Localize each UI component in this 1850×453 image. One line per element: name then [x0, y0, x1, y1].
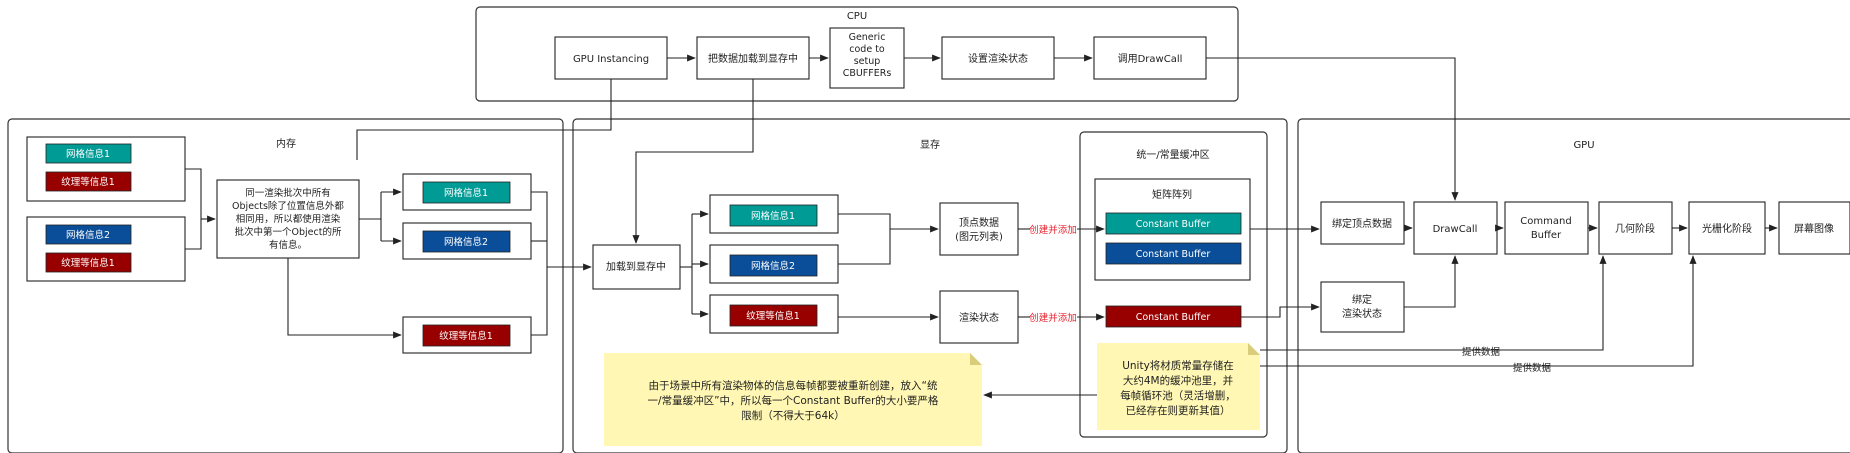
svg-text:Command: Command: [1520, 216, 1571, 227]
svg-text:网格信息2: 网格信息2: [751, 260, 795, 272]
provide-data-label-2: 提供数据: [1513, 362, 1552, 374]
generic-code-box: Generic code to setup CBUFFERs: [829, 27, 905, 89]
cpu-container: CPU: [475, 6, 1239, 102]
gpu-title: GPU: [1573, 140, 1594, 151]
svg-text:设置渲染状态: 设置渲染状态: [968, 52, 1028, 65]
svg-text:Objects除了位置信息外都: Objects除了位置信息外都: [232, 200, 344, 212]
drawcall-box: DrawCall: [1413, 201, 1498, 255]
svg-text:纹理等信息1: 纹理等信息1: [746, 310, 800, 322]
svg-text:Buffer: Buffer: [1531, 230, 1562, 241]
memory-tex2-tag: [45, 252, 132, 273]
memory-group-1: 网格信息1 纹理等信息1: [26, 136, 186, 202]
svg-text:几何阶段: 几何阶段: [1615, 222, 1655, 235]
geometry-stage-box: 几何阶段: [1598, 201, 1673, 255]
gpu-instancing-box: GPU Instancing: [554, 36, 668, 80]
svg-text:一/常量缓冲区”中，所以每一个Constant Buffer: 一/常量缓冲区”中，所以每一个Constant Buffer的大小要严格: [648, 394, 939, 407]
svg-text:纹理等信息1: 纹理等信息1: [439, 330, 493, 342]
svg-text:已经存在则更新其值）: 已经存在则更新其值）: [1126, 404, 1231, 417]
svg-text:Constant Buffer: Constant Buffer: [1136, 219, 1211, 230]
memory-out-mesh2: 网格信息2: [402, 222, 532, 260]
connectors: [185, 54, 1778, 399]
screen-image-box: 屏幕图像: [1778, 201, 1850, 255]
load-data-box: 把数据加载到显存中: [696, 36, 810, 80]
svg-text:光栅化阶段: 光栅化阶段: [1702, 222, 1752, 235]
svg-text:CBUFFERs: CBUFFERs: [843, 68, 892, 79]
svg-text:渲染状态: 渲染状态: [959, 311, 999, 324]
set-render-state-box: 设置渲染状态: [941, 36, 1055, 80]
render-state-box: 渲染状态: [939, 290, 1019, 344]
memory-title: 内存: [276, 137, 296, 150]
bind-vertex-box: 绑定顶点数据: [1320, 201, 1405, 245]
svg-text:调用DrawCall: 调用DrawCall: [1118, 53, 1183, 65]
cbuffer-area-title: 统一/常量缓冲区: [1136, 148, 1209, 161]
svg-text:网格信息1: 网格信息1: [444, 187, 488, 199]
svg-text:绑定: 绑定: [1352, 293, 1372, 306]
note-left: 由于场景中所有渲染物体的信息每帧都要被重新创建，放入“统 一/常量缓冲区”中，所…: [604, 353, 982, 446]
create-add-label-2: 创建并添加: [1029, 312, 1077, 324]
vram-container: 显存: [572, 118, 1288, 453]
svg-text:纹理等信息1: 纹理等信息1: [61, 176, 115, 188]
svg-text:绑定顶点数据: 绑定顶点数据: [1332, 217, 1392, 230]
svg-text:有信息。: 有信息。: [269, 239, 307, 251]
memory-mesh1-tag: [45, 143, 132, 164]
command-buffer-box: Command Buffer: [1504, 201, 1589, 255]
memory-out-mesh1: 网格信息1: [402, 173, 532, 211]
provide-data-label-1: 提供数据: [1462, 346, 1501, 358]
svg-text:code to: code to: [849, 44, 885, 55]
vram-mesh1: 网格信息1: [709, 194, 839, 234]
vertex-data-box: 顶点数据 (图元列表): [939, 202, 1019, 256]
create-add-label-1: 创建并添加: [1029, 224, 1077, 236]
svg-text:屏幕图像: 屏幕图像: [1794, 222, 1834, 235]
svg-text:限制（不得大于64k）: 限制（不得大于64k）: [741, 409, 844, 422]
svg-text:同一渲染批次中所有: 同一渲染批次中所有: [245, 187, 331, 199]
svg-text:把数据加载到显存中: 把数据加载到显存中: [708, 52, 798, 65]
svg-text:大约4M的缓冲池里，并: 大约4M的缓冲池里，并: [1123, 374, 1233, 387]
vram-tex1: 纹理等信息1: [709, 294, 839, 334]
note-right: Unity将材质常量存储在 大约4M的缓冲池里，并 每帧循环池（灵活增删， 已经…: [1097, 343, 1260, 430]
constant-buffer-teal: [1105, 212, 1242, 235]
gpu-container: GPU: [1297, 118, 1850, 453]
svg-text:网格信息1: 网格信息1: [66, 148, 110, 160]
svg-text:Generic: Generic: [849, 32, 886, 43]
svg-text:Unity将材质常量存储在: Unity将材质常量存储在: [1122, 359, 1234, 372]
memory-tex1-tag: [45, 171, 132, 192]
memory-group-2: 网格信息2 纹理等信息1: [26, 216, 186, 282]
cbuffer-area-container: 统一/常量缓冲区: [1079, 131, 1268, 438]
call-drawcall-box: 调用DrawCall: [1093, 36, 1207, 80]
matrix-array-box: 矩阵阵列 Constant Buffer Constant Buffer: [1094, 178, 1251, 281]
svg-text:相同用，所以都使用渲染: 相同用，所以都使用渲染: [236, 213, 341, 225]
svg-text:setup: setup: [854, 56, 881, 67]
svg-text:由于场景中所有渲染物体的信息每帧都要被重新创建，放入“统: 由于场景中所有渲染物体的信息每帧都要被重新创建，放入“统: [649, 379, 938, 392]
memory-description-box: 同一渲染批次中所有 Objects除了位置信息外都 相同用，所以都使用渲染 批次…: [216, 179, 360, 259]
svg-text:Constant Buffer: Constant Buffer: [1136, 312, 1211, 323]
vram-mesh2: 网格信息2: [709, 244, 839, 284]
svg-text:(图元列表): (图元列表): [955, 230, 1003, 243]
svg-text:加载到显存中: 加载到显存中: [606, 260, 666, 273]
svg-text:纹理等信息1: 纹理等信息1: [61, 257, 115, 269]
bind-state-box: 绑定 渲染状态: [1320, 281, 1405, 333]
svg-text:渲染状态: 渲染状态: [1342, 307, 1382, 320]
svg-text:批次中第一个Object的所: 批次中第一个Object的所: [235, 226, 342, 238]
svg-text:顶点数据: 顶点数据: [959, 216, 999, 229]
cpu-title: CPU: [847, 11, 867, 22]
svg-text:DrawCall: DrawCall: [1433, 224, 1478, 235]
vram-title: 显存: [920, 138, 940, 151]
svg-text:每帧循环池（灵活增删，: 每帧循环池（灵活增删，: [1120, 389, 1236, 402]
vram-load-box: 加载到显存中: [592, 244, 681, 290]
constant-buffer-red: Constant Buffer: [1105, 305, 1242, 328]
svg-text:矩阵阵列: 矩阵阵列: [1152, 188, 1192, 201]
svg-text:网格信息1: 网格信息1: [751, 210, 795, 222]
svg-text:网格信息2: 网格信息2: [66, 229, 110, 241]
memory-out-tex1: 纹理等信息1: [402, 316, 532, 354]
constant-buffer-blue: [1105, 242, 1242, 265]
svg-text:Constant Buffer: Constant Buffer: [1136, 249, 1211, 260]
svg-text:网格信息2: 网格信息2: [444, 236, 488, 248]
memory-container: 内存: [7, 118, 564, 453]
svg-text:GPU Instancing: GPU Instancing: [573, 54, 649, 65]
memory-mesh2-tag: [45, 224, 132, 245]
raster-stage-box: 光栅化阶段: [1688, 201, 1766, 255]
